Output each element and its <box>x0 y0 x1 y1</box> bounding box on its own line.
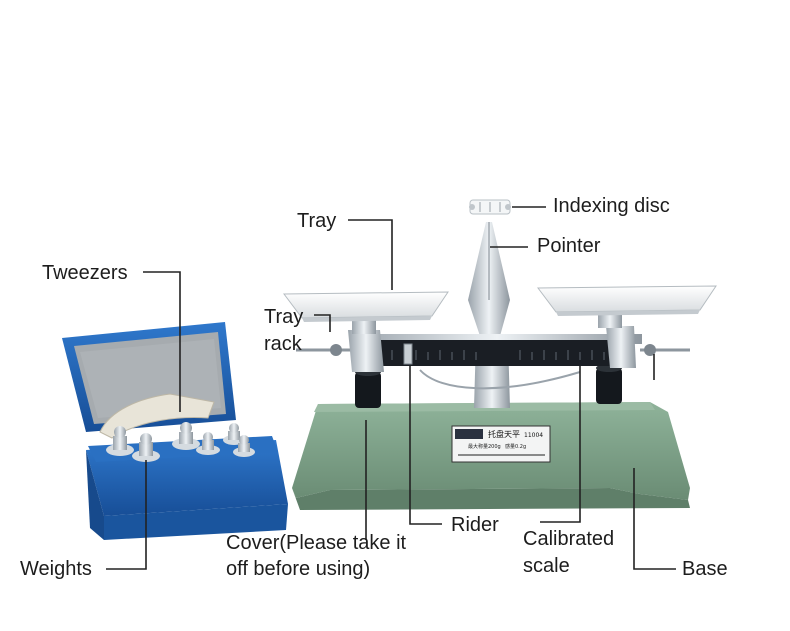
weights <box>106 422 255 462</box>
label-tray-rack-line2: rack <box>264 333 302 355</box>
weights-box <box>62 322 288 540</box>
nameplate-capacity: 最大称量200g <box>468 443 501 450</box>
label-base: Base <box>682 558 728 580</box>
balance-base: 托盘天平 11004 最大称量200g 感量0.2g <box>292 402 690 510</box>
nameplate-model: 11004 <box>524 432 543 439</box>
label-tweezers: Tweezers <box>42 262 128 284</box>
rider <box>403 343 413 365</box>
pointer <box>468 222 510 408</box>
label-tray-rack-line1: Tray <box>264 306 304 328</box>
nameplate-sensitivity: 感量0.2g <box>505 443 526 450</box>
nameplate-title: 托盘天平 <box>488 429 520 439</box>
nameplate: 托盘天平 11004 最大称量200g 感量0.2g <box>451 425 551 463</box>
label-rider: Rider <box>451 514 499 536</box>
label-cover-line2: off before using) <box>226 558 371 580</box>
label-weights: Weights <box>20 558 92 580</box>
tray-left <box>283 291 449 334</box>
calibrated-scale <box>391 350 605 360</box>
callout-lines <box>106 206 676 570</box>
tray-right <box>537 285 717 328</box>
tweezers <box>99 393 215 439</box>
label-tray: Tray <box>297 210 337 232</box>
beam <box>296 326 690 390</box>
label-calibrated-line2: scale <box>523 555 570 577</box>
label-cover-line1: Cover(Please take it <box>226 532 407 554</box>
label-calibrated-line1: Calibrated <box>523 528 615 550</box>
label-pointer: Pointer <box>537 235 601 257</box>
label-indexing-disc: Indexing disc <box>553 195 670 217</box>
indexing-disc <box>469 199 511 215</box>
